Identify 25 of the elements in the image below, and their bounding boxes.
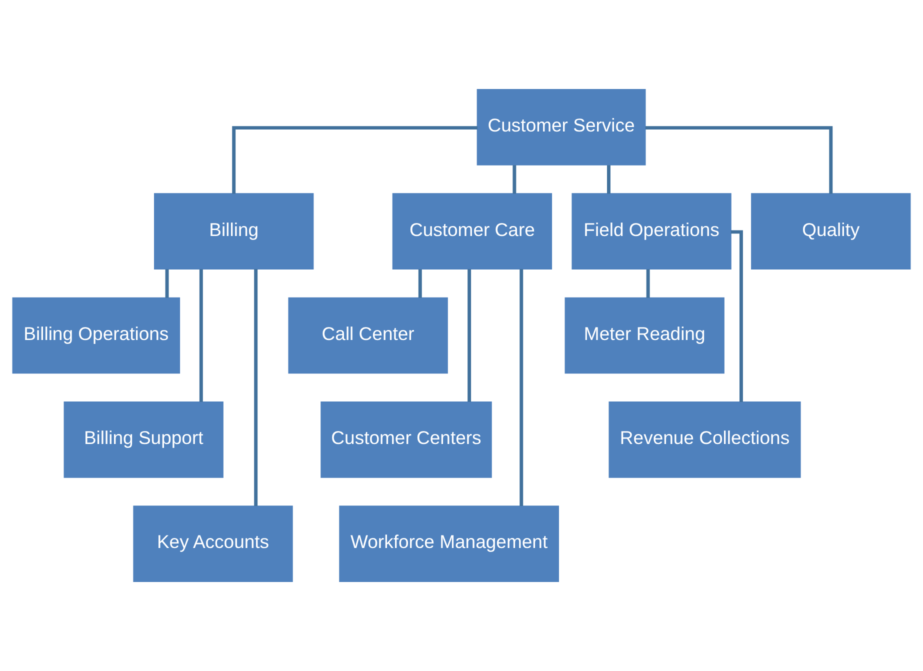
node-box: Billing Support <box>64 401 224 478</box>
connector <box>232 126 478 194</box>
node-box: Field Operations <box>572 193 732 270</box>
node-box: Revenue Collections <box>608 401 801 478</box>
node-box: Meter Reading <box>564 297 724 374</box>
connector <box>199 269 203 402</box>
connector <box>512 165 516 194</box>
connector <box>645 126 833 194</box>
connector <box>418 269 422 298</box>
node-box: Customer Service <box>476 89 646 166</box>
connector <box>520 269 524 506</box>
node-box: Customer Centers <box>320 401 492 478</box>
connector <box>607 165 610 194</box>
node-box: Key Accounts <box>133 506 293 582</box>
node-box: Call Center <box>288 297 448 374</box>
connector <box>646 269 650 298</box>
connector <box>254 269 258 506</box>
node-box: Workforce Management <box>339 506 559 582</box>
connector <box>468 269 472 402</box>
node-box: Billing <box>154 193 314 270</box>
node-box: Billing Operations <box>12 297 180 374</box>
node-box: Quality <box>751 193 911 270</box>
node-box: Customer Care <box>392 193 552 270</box>
connector <box>730 230 743 402</box>
connector <box>165 269 169 298</box>
